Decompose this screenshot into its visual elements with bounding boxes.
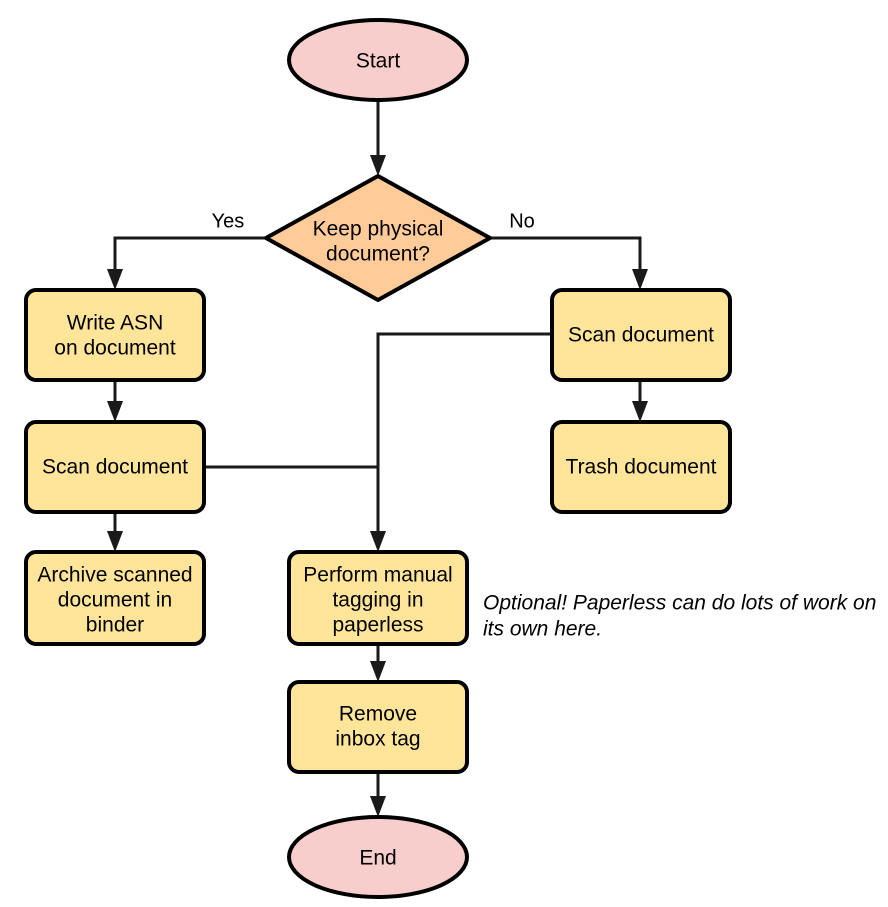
edge-scan-right-to-tagging [370, 332, 552, 552]
archive-label-line2: document in [58, 589, 172, 612]
arrow-head-icon [107, 269, 123, 290]
optional-note-line2: its own here. [483, 618, 602, 641]
arrow-head-icon [370, 661, 386, 682]
scan-left-rect [24, 420, 206, 514]
edge-decision-no-to-scan-right [490, 236, 648, 290]
tagging-label-line2: tagging in [332, 589, 423, 612]
arrow-head-icon [632, 401, 648, 422]
node-remove-inbox-tag[interactable]: Remove inbox tag [287, 680, 469, 774]
trash-label: Trash document [566, 456, 717, 479]
scan-left-label: Scan document [42, 456, 188, 479]
start-ellipse [287, 18, 469, 102]
node-trash-document[interactable]: Trash document [550, 420, 732, 514]
arrow-head-icon [107, 401, 123, 422]
archive-rect [24, 550, 206, 646]
node-write-asn[interactable]: Write ASN on document [24, 288, 206, 382]
scan-right-rect [550, 288, 732, 382]
write-asn-label-line2: on document [54, 337, 176, 360]
remove-inbox-rect [287, 680, 469, 774]
node-scan-document-right[interactable]: Scan document [550, 288, 732, 382]
node-perform-manual-tagging[interactable]: Perform manual tagging in paperless [287, 550, 469, 646]
write-asn-label-line1: Write ASN [67, 312, 163, 335]
remove-inbox-label-line1: Remove [339, 703, 417, 726]
node-archive-scanned-document[interactable]: Archive scanned document in binder [24, 550, 206, 646]
edge-write-asn-to-scan-left [107, 380, 123, 422]
trash-rect [550, 420, 732, 514]
end-ellipse [287, 815, 469, 899]
edge-scan-right-to-trash [632, 380, 648, 422]
decision-label-line2: document? [326, 243, 430, 266]
end-label: End [359, 847, 396, 870]
edge-label-no: No [509, 210, 535, 232]
edge-decision-yes-to-write-asn [107, 236, 266, 290]
edge-tagging-to-remove-inbox [370, 644, 386, 682]
edge-line [490, 236, 642, 277]
optional-note-line1: Optional! Paperless can do lots of work … [483, 592, 876, 615]
decision-label-line1: Keep physical [313, 218, 444, 241]
node-decision-keep-physical-document[interactable]: Keep physical document? [264, 174, 492, 302]
edge-line [376, 332, 552, 539]
edge-remove-inbox-to-end [370, 772, 386, 817]
tagging-label-line1: Perform manual [303, 564, 452, 587]
edge-scan-left-to-archive [107, 512, 123, 552]
annotation-optional-note: Optional! Paperless can do lots of work … [483, 592, 876, 641]
scan-right-label: Scan document [568, 324, 714, 347]
arrow-head-icon [370, 531, 386, 552]
arrow-head-icon [370, 796, 386, 817]
arrow-head-icon [107, 531, 123, 552]
remove-inbox-label-line2: inbox tag [335, 728, 420, 751]
edge-line [113, 236, 266, 277]
node-scan-document-left[interactable]: Scan document [24, 420, 206, 514]
arrow-head-icon [632, 269, 648, 290]
tagging-label-line3: paperless [332, 614, 423, 637]
write-asn-rect [24, 288, 206, 382]
decision-diamond [264, 174, 492, 302]
archive-label-line1: Archive scanned [37, 564, 192, 587]
edge-label-yes: Yes [212, 210, 245, 232]
edge-start-to-decision [370, 100, 386, 176]
node-start[interactable]: Start [287, 18, 469, 102]
tagging-rect [287, 550, 469, 646]
arrow-head-icon [370, 155, 386, 176]
node-end[interactable]: End [287, 815, 469, 899]
start-label: Start [356, 50, 401, 73]
archive-label-line3: binder [86, 614, 144, 637]
